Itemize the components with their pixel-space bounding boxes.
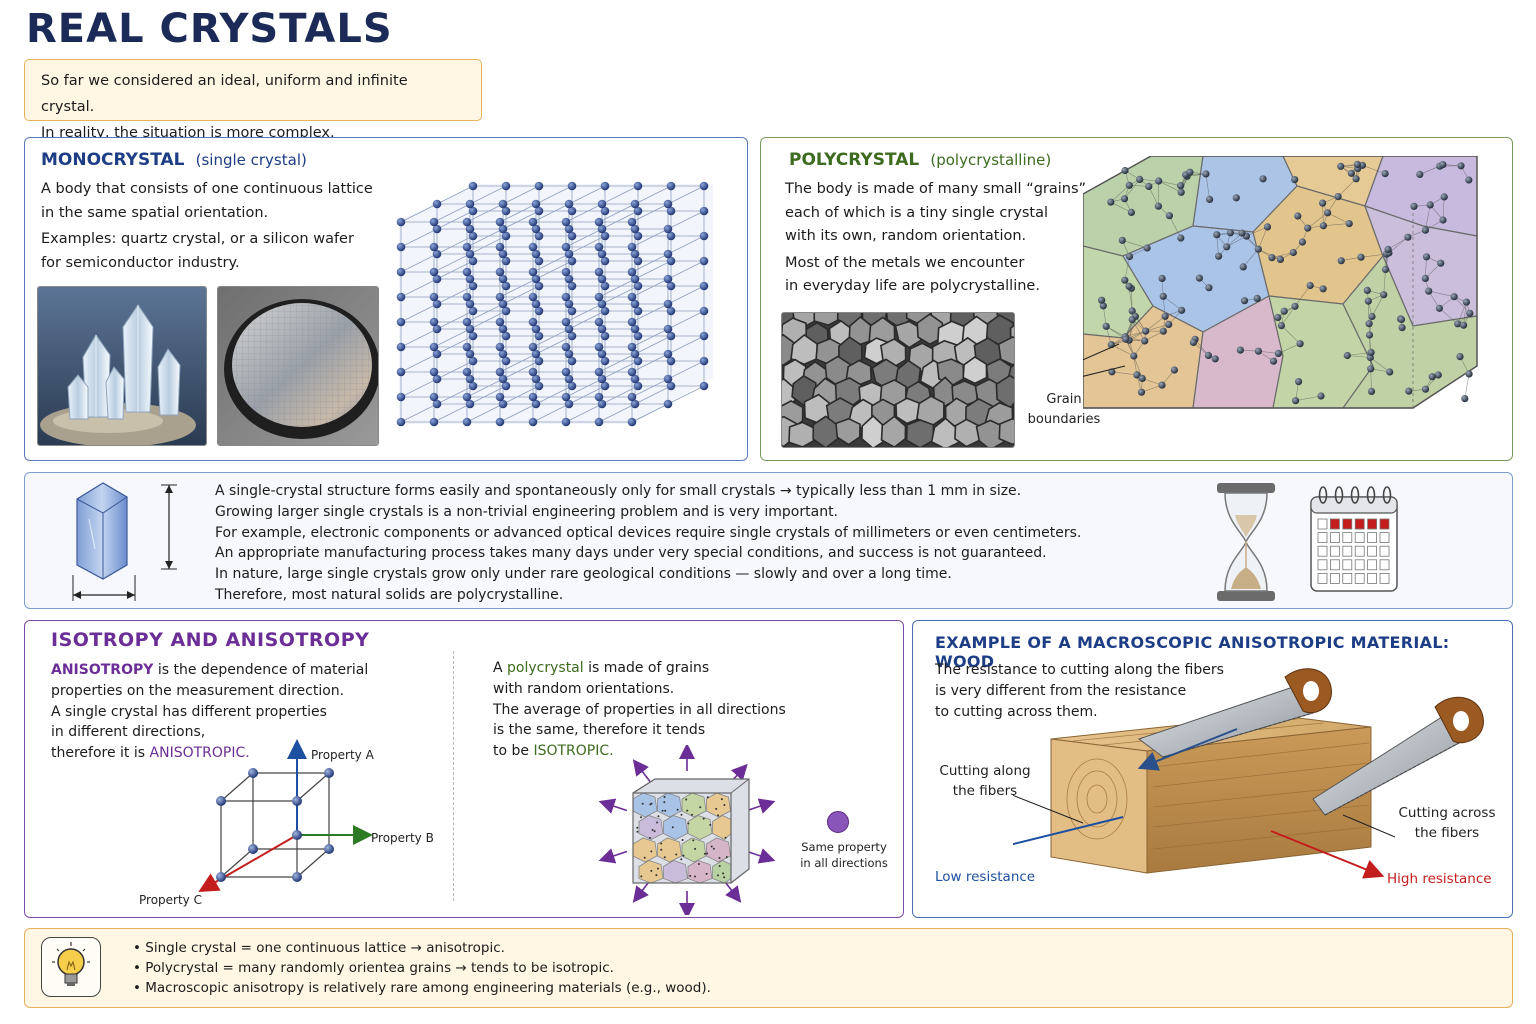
summary-item: Macroscopic anisotropy is relatively rar… xyxy=(133,978,1033,998)
hourglass-icon xyxy=(1211,481,1281,603)
iso-line-5-pre: to be xyxy=(493,743,534,760)
across-line: Cutting across xyxy=(1398,805,1496,821)
grain-boundaries-label: Grain boundaries xyxy=(1019,390,1109,430)
same-label-line: Same property xyxy=(801,840,887,854)
summary-item: Single crystal = one continuous lattice … xyxy=(133,938,1033,958)
aniso-line-4: in different directions, xyxy=(51,724,206,741)
monocrystal-title: MONOCRYSTAL xyxy=(41,150,185,170)
section-divider xyxy=(453,651,454,901)
growth-text: A single-crystal structure forms easily … xyxy=(215,481,1115,606)
monocrystal-panel: MONOCRYSTAL (single crystal) A body that… xyxy=(24,137,748,461)
property-b-label: Property B xyxy=(371,831,434,845)
iso-line-3: The average of properties in all directi… xyxy=(493,701,786,718)
polycrystal-title: POLYCRYSTAL xyxy=(789,150,920,170)
monocrystal-subtitle: (single crystal) xyxy=(195,151,307,169)
same-label-line: in all directions xyxy=(800,856,888,870)
anisotropic-term: ANISOTROPIC. xyxy=(149,745,250,762)
across-line: the fibers xyxy=(1414,825,1480,841)
aniso-line-rest: is the dependence of material xyxy=(153,662,369,678)
calendar-icon xyxy=(1307,485,1401,595)
poly-text-line: Most of the metals we encounter xyxy=(785,254,1025,271)
isotropy-text: A polycrystal is made of grains with ran… xyxy=(493,658,813,762)
wood-line: to cutting across them. xyxy=(935,703,1098,720)
wood-panel: EXAMPLE OF A MACROSCOPIC ANISOTROPIC MAT… xyxy=(912,620,1513,918)
property-c-label: Property C xyxy=(139,893,202,907)
monocrystal-definition: A body that consists of one continuous l… xyxy=(41,178,381,275)
summary-item: Polycrystal = many randomly orientea gra… xyxy=(133,958,1033,978)
polycrystal-term: polycrystal xyxy=(507,660,584,676)
cutting-across-label: Cutting across the fibers xyxy=(1395,803,1499,843)
aniso-line-5-pre: therefore it is xyxy=(51,745,150,762)
crystal-size-icon xyxy=(65,479,195,603)
cubic-lattice-icon xyxy=(387,162,727,454)
same-property-label: Same property in all directions xyxy=(799,839,889,871)
isotropic-cube-icon xyxy=(585,743,795,919)
aniso-line-5: therefore it is ANISOTROPIC. xyxy=(51,743,411,764)
growth-info-panel: A single-crystal structure forms easily … xyxy=(24,472,1513,609)
polycrystal-panel: POLYCRYSTAL (polycrystalline) The body i… xyxy=(760,137,1513,461)
intro-box: So far we considered an ideal, uniform a… xyxy=(24,59,482,141)
mono-text-line: A body that consists of one continuous l… xyxy=(41,181,373,197)
axes-cube-icon xyxy=(135,739,455,911)
growth-line: A single-crystal structure forms easily … xyxy=(215,483,1022,499)
mono-text-line: for semiconductor industry. xyxy=(41,254,240,271)
wood-text: The resistance to cutting along the fibe… xyxy=(935,660,1265,722)
wood-line: The resistance to cutting along the fibe… xyxy=(935,662,1224,678)
polycrystal-definition: The body is made of many small “grains”,… xyxy=(785,178,1105,299)
micrograph-image xyxy=(781,312,1015,448)
growth-line: An appropriate manufacturing process tak… xyxy=(215,545,1047,562)
iso-line-1: A polycrystal is made of grains xyxy=(493,658,813,679)
property-a-label: Property A xyxy=(311,748,374,762)
iso-line-1-rest: is made of grains xyxy=(583,660,710,676)
poly-text-line: in everyday life are polycrystalline. xyxy=(785,278,1040,294)
grain-label-line: boundaries xyxy=(1027,412,1101,427)
poly-text-line: The body is made of many small “grains”, xyxy=(785,181,1091,197)
iso-line-2: with random orientations. xyxy=(493,680,675,697)
wood-beam-icon xyxy=(975,667,1511,917)
anisotropy-term: ANISOTROPY xyxy=(51,662,154,678)
poly-text-line: each of which is a tiny single crystal xyxy=(785,204,1048,221)
growth-line: Growing larger single crystals is a non-… xyxy=(215,503,839,520)
iso-line-1-pre: A xyxy=(493,660,508,676)
page-title: REAL CRYSTALS xyxy=(26,6,393,52)
quartz-crystal-image xyxy=(37,286,207,446)
high-resistance-label: High resistance xyxy=(1387,871,1492,887)
wood-line: is very different from the resistance xyxy=(935,682,1187,699)
polycrystal-block-icon xyxy=(1018,155,1509,456)
aniso-line-1: ANISOTROPY is the dependence of material xyxy=(51,660,411,681)
along-line: Cutting along xyxy=(939,763,1031,779)
summary-list: Single crystal = one continuous lattice … xyxy=(133,938,1033,998)
anisotropy-text: ANISOTROPY is the dependence of material… xyxy=(51,660,411,764)
silicon-wafer-image xyxy=(217,286,379,446)
mono-text-line: in the same spatial orientation. xyxy=(41,204,269,221)
isotropy-panel: ISOTROPY AND ANISOTROPY ANISOTROPY is th… xyxy=(24,620,904,919)
isotropy-heading: ISOTROPY AND ANISOTROPY xyxy=(51,629,370,651)
isotropic-term: ISOTROPIC. xyxy=(533,743,614,760)
lightbulb-icon xyxy=(41,937,101,997)
mono-text-line: Examples: quartz crystal, or a silicon w… xyxy=(41,231,354,247)
polycrystal-subtitle: (polycrystalline) xyxy=(930,151,1052,169)
grain-label-line: Grain xyxy=(1046,392,1082,407)
intro-line-1: So far we considered an ideal, uniform a… xyxy=(41,73,408,115)
along-line: the fibers xyxy=(952,783,1018,799)
same-property-dot-icon xyxy=(827,811,849,833)
low-resistance-label: Low resistance xyxy=(935,869,1036,885)
cutting-along-label: Cutting along the fibers xyxy=(935,761,1035,801)
iso-line-5: to be ISOTROPIC. xyxy=(493,741,813,762)
growth-line: Therefore, most natural solids are polyc… xyxy=(215,586,564,603)
iso-line-4: is the same, therefore it tends xyxy=(493,722,706,739)
growth-line: For example, electronic components or ad… xyxy=(215,524,1082,541)
wood-heading: EXAMPLE OF A MACROSCOPIC ANISOTROPIC MAT… xyxy=(935,633,1450,671)
poly-text-line: with its own, random orientation. xyxy=(785,228,1027,244)
aniso-line-3: A single crystal has different propertie… xyxy=(51,703,327,720)
polycrystal-heading: POLYCRYSTAL (polycrystalline) xyxy=(789,150,1051,170)
aniso-line-2: properties on the measurement direction. xyxy=(51,682,345,699)
summary-panel: Single crystal = one continuous lattice … xyxy=(24,928,1513,1008)
monocrystal-heading: MONOCRYSTAL (single crystal) xyxy=(41,150,307,170)
growth-line: In nature, large single crystals grow on… xyxy=(215,566,952,583)
